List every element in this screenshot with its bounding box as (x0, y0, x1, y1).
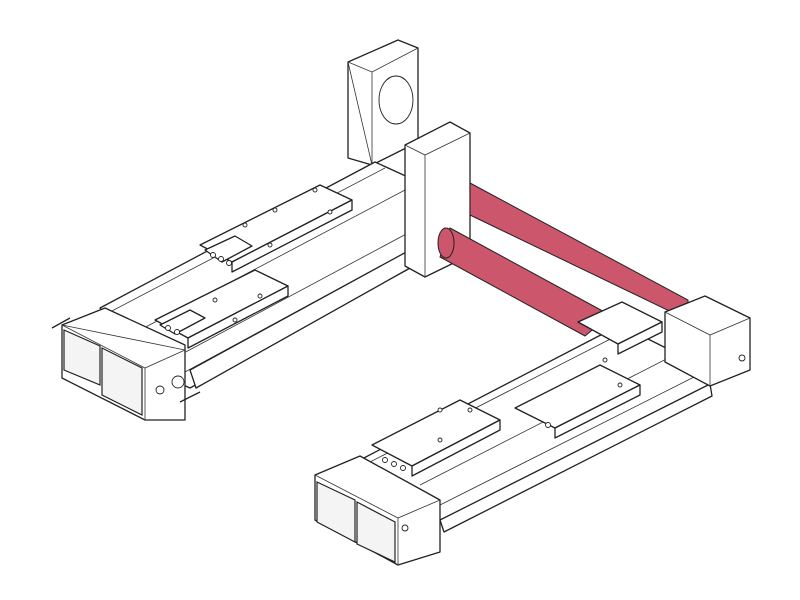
right-linear-axis (359, 301, 713, 533)
rollers (437, 182, 689, 337)
front-roller-end (437, 227, 455, 259)
roller-mount-plate (577, 301, 663, 355)
right-carriage-a (371, 399, 501, 477)
right-motor-block (314, 455, 441, 566)
left-motor-block (51, 307, 201, 421)
right-end-block (664, 295, 751, 387)
carriage-upper (199, 184, 353, 273)
left-linear-axis (99, 161, 411, 389)
right-carriage-b (514, 357, 641, 439)
bearing-bore (378, 75, 414, 125)
carriage-lower (154, 269, 289, 349)
